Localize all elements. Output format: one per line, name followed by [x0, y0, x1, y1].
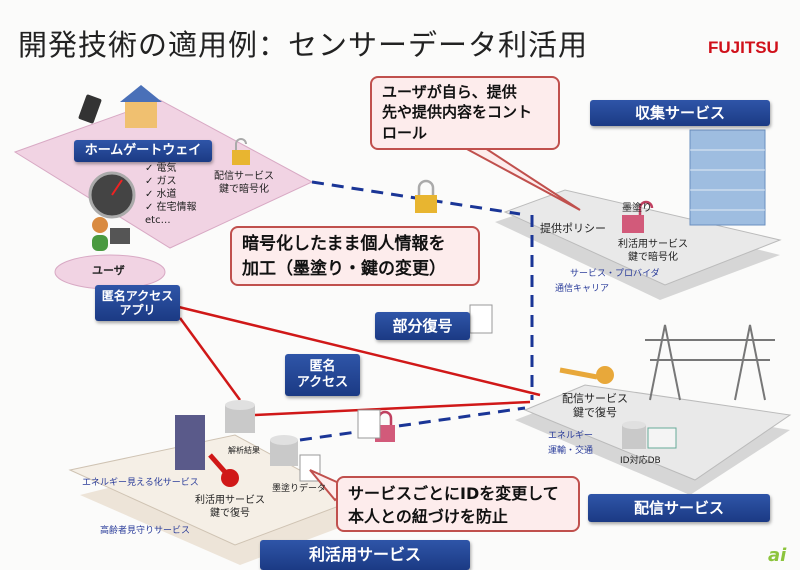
- layer-service-provider: サービス・プロバイダ: [570, 269, 660, 279]
- check-item: ✓ 水道: [145, 189, 177, 200]
- label-line: 匿名アクセス: [101, 288, 174, 303]
- database-icon: [270, 435, 298, 466]
- document-icon: [357, 409, 381, 439]
- page-title: 開発技術の適用例：センサーデータ利活用: [18, 28, 589, 62]
- database-icon: [622, 421, 646, 449]
- home-lock-caption: 配信サービス鍵で暗号化: [214, 170, 274, 196]
- use-key-caption: 利活用サービス鍵で復号: [195, 494, 265, 520]
- check-item: etc…: [145, 215, 171, 226]
- sensor-checklist: ✓ 電気 ✓ ガス ✓ 水道 ✓ 在宅情報 etc…: [145, 162, 197, 227]
- user-icon: [92, 217, 108, 233]
- id-card-icon: [647, 427, 677, 449]
- callout-line: ユーザが自ら、提供: [382, 83, 517, 101]
- anonymous-access-app-label: 匿名アクセスアプリ: [95, 285, 180, 321]
- collect-service-label: 収集サービス: [590, 100, 770, 126]
- layer-transport: 運輸・交通: [548, 446, 594, 456]
- caption-line: 鍵で暗号化: [628, 252, 678, 263]
- redacted-data-label: 墨塗りデータ: [272, 484, 327, 494]
- layer-energy-visualization: エネルギー見える化サービス: [82, 478, 199, 488]
- callout-encrypted-processing: 暗号化したまま個人情報を加工（墨塗り・鍵の変更）: [230, 226, 480, 286]
- label-line: 匿名: [309, 359, 336, 375]
- collect-plane-upper: [503, 189, 782, 286]
- red-line: [149, 298, 541, 397]
- red-line: [178, 317, 242, 401]
- home-gateway-label: ホームゲートウェイ: [74, 140, 212, 162]
- house-icon: [125, 100, 157, 128]
- check-item: ✓ ガス: [145, 176, 177, 187]
- callout-line: 本人との紐づけを防止: [348, 507, 508, 527]
- layer-energy: エネルギー: [548, 431, 594, 441]
- analysis-label: 解析結果: [228, 446, 260, 455]
- collect-lock-caption: 利活用サービス鍵で暗号化: [618, 238, 688, 264]
- anonymous-access-label: 匿名アクセス: [285, 354, 360, 396]
- callout-tail: [464, 147, 581, 211]
- use-service-label: 利活用サービス: [260, 540, 470, 570]
- check-item: ✓ 電気: [145, 163, 177, 174]
- deliver-key-caption: 配信サービス鍵で復号: [562, 392, 628, 421]
- layer-carrier: 通信キャリア: [555, 284, 610, 294]
- power-tower-icon: [645, 324, 775, 401]
- callout-line: 先や提供内容をコント: [382, 103, 533, 122]
- database-icon: [225, 400, 255, 433]
- caption-line: 鍵で暗号化: [219, 184, 269, 195]
- label-line: アプリ: [119, 303, 156, 317]
- caption-line: 利活用サービス: [195, 495, 265, 506]
- building-icon: [689, 129, 766, 226]
- callout-line: ロール: [382, 123, 428, 142]
- policy-label: 提供ポリシー: [540, 222, 606, 235]
- label-line: アクセス: [296, 375, 349, 390]
- lock-icon: [415, 179, 437, 213]
- server-icon: [175, 415, 205, 470]
- caption-line: 鍵で復号: [573, 406, 617, 420]
- callout-id-change: サービスごとにIDを変更して本人との紐づけを防止: [336, 476, 580, 532]
- id-db-label: ID対応DB: [620, 456, 661, 466]
- redact-label: 墨塗り: [622, 203, 652, 214]
- deliver-service-label: 配信サービス: [588, 494, 770, 522]
- layer-elderly-monitoring: 高齢者見守りサービス: [100, 526, 191, 536]
- lock-icon: [232, 138, 250, 165]
- red-line: [254, 400, 531, 417]
- blue-dashed-line: [299, 406, 526, 442]
- check-item: ✓ 在宅情報: [145, 202, 197, 213]
- partial-decrypt-label: 部分復号: [375, 312, 470, 340]
- callout-line: 加工（墨塗り・鍵の変更）: [242, 258, 446, 279]
- watermark-logo: ai: [768, 545, 787, 566]
- caption-line: 鍵で復号: [210, 508, 250, 519]
- pc-monitor-icon: [110, 228, 130, 244]
- user-label: ユーザ: [92, 264, 125, 277]
- callout-user-control: ユーザが自ら、提供先や提供内容をコントロール: [370, 76, 560, 150]
- key-icon: [559, 366, 614, 384]
- key-icon: [208, 453, 239, 487]
- document-icon: [469, 304, 493, 334]
- callout-line: サービスごとにIDを変更して: [348, 484, 559, 503]
- caption-line: 配信サービス: [214, 171, 274, 182]
- callout-line: 暗号化したまま個人情報を: [242, 234, 446, 254]
- caption-line: 利活用サービス: [618, 239, 688, 250]
- smartphone-icon: [78, 94, 102, 124]
- caption-line: 配信サービス: [562, 392, 628, 405]
- lock-open-icon: [622, 200, 654, 233]
- fujitsu-logo: FUJITSU: [708, 38, 779, 57]
